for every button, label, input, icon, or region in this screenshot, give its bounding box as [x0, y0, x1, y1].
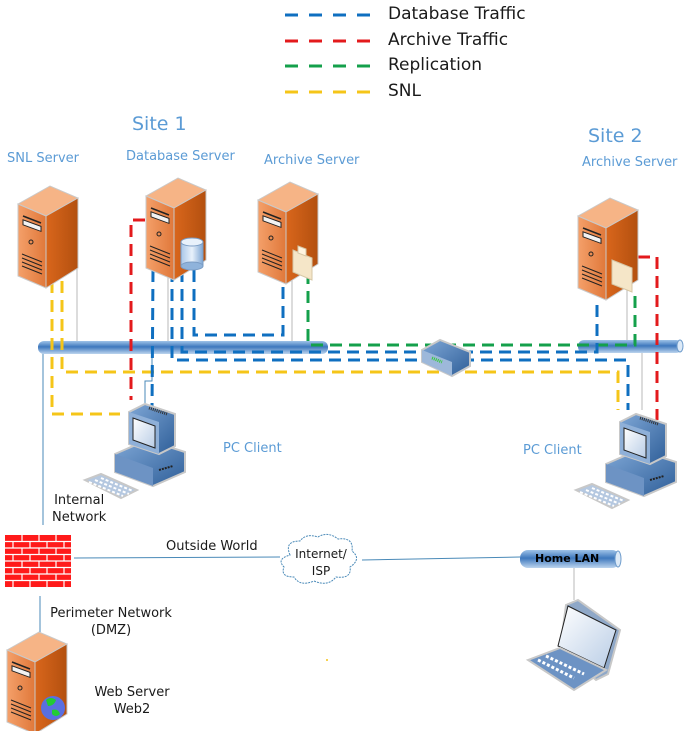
web-server-label: Web Server Web2	[94, 685, 170, 717]
perimeter-network-label: Perimeter Network (DMZ)	[50, 606, 172, 638]
archive-path-1	[129, 218, 145, 400]
pc-client-2-icon[interactable]	[574, 412, 678, 510]
internal-network-label: Internal Network	[52, 493, 107, 525]
archive-server-2-label: Archive Server	[582, 155, 678, 170]
globe-icon	[41, 696, 65, 720]
archive-path-2	[638, 255, 659, 420]
database-server-label: Database Server	[126, 149, 235, 164]
legend-label-snl: SNL	[388, 81, 421, 101]
laptop-icon[interactable]	[525, 598, 622, 692]
folder-icon	[292, 245, 313, 281]
legend-swatches	[285, 13, 370, 94]
site2-network-bus	[578, 339, 684, 353]
legend-label-database: Database Traffic	[388, 4, 526, 24]
database-cylinder-icon	[180, 237, 204, 271]
legend-label-replication: Replication	[388, 55, 483, 75]
replication-path	[306, 272, 637, 347]
snl-server-label: SNL Server	[7, 151, 79, 166]
switch-icon[interactable]	[421, 338, 471, 378]
legend-label-archive: Archive Traffic	[388, 30, 509, 50]
outside-world-label: Outside World	[166, 539, 258, 554]
snl-server-icon[interactable]	[17, 185, 79, 289]
pc-client-2-label: PC Client	[523, 443, 582, 458]
snl-path-2	[60, 262, 620, 410]
home-lan-label: Home LAN	[535, 552, 600, 565]
stray-dot	[326, 659, 328, 661]
archive-server-1-label: Archive Server	[264, 153, 360, 168]
pc-client-1-icon[interactable]	[83, 402, 187, 500]
database-path-4	[170, 270, 630, 410]
folder-icon-2	[611, 259, 633, 293]
snl-path-1	[50, 262, 120, 416]
site1-label: Site 1	[132, 113, 187, 135]
network-links	[39, 350, 521, 640]
internet-cloud-icon[interactable]	[280, 533, 357, 584]
firewall-icon[interactable]	[5, 535, 71, 587]
pc-client-1-label: PC Client	[223, 441, 282, 456]
home-lan-bus[interactable]	[520, 550, 622, 568]
database-path-1	[150, 269, 155, 411]
site2-label: Site 2	[588, 125, 643, 147]
server-links	[76, 262, 643, 600]
database-path-2	[180, 270, 599, 354]
internet-isp-label: Internet/ ISP	[295, 547, 347, 578]
database-path-3	[192, 270, 285, 337]
